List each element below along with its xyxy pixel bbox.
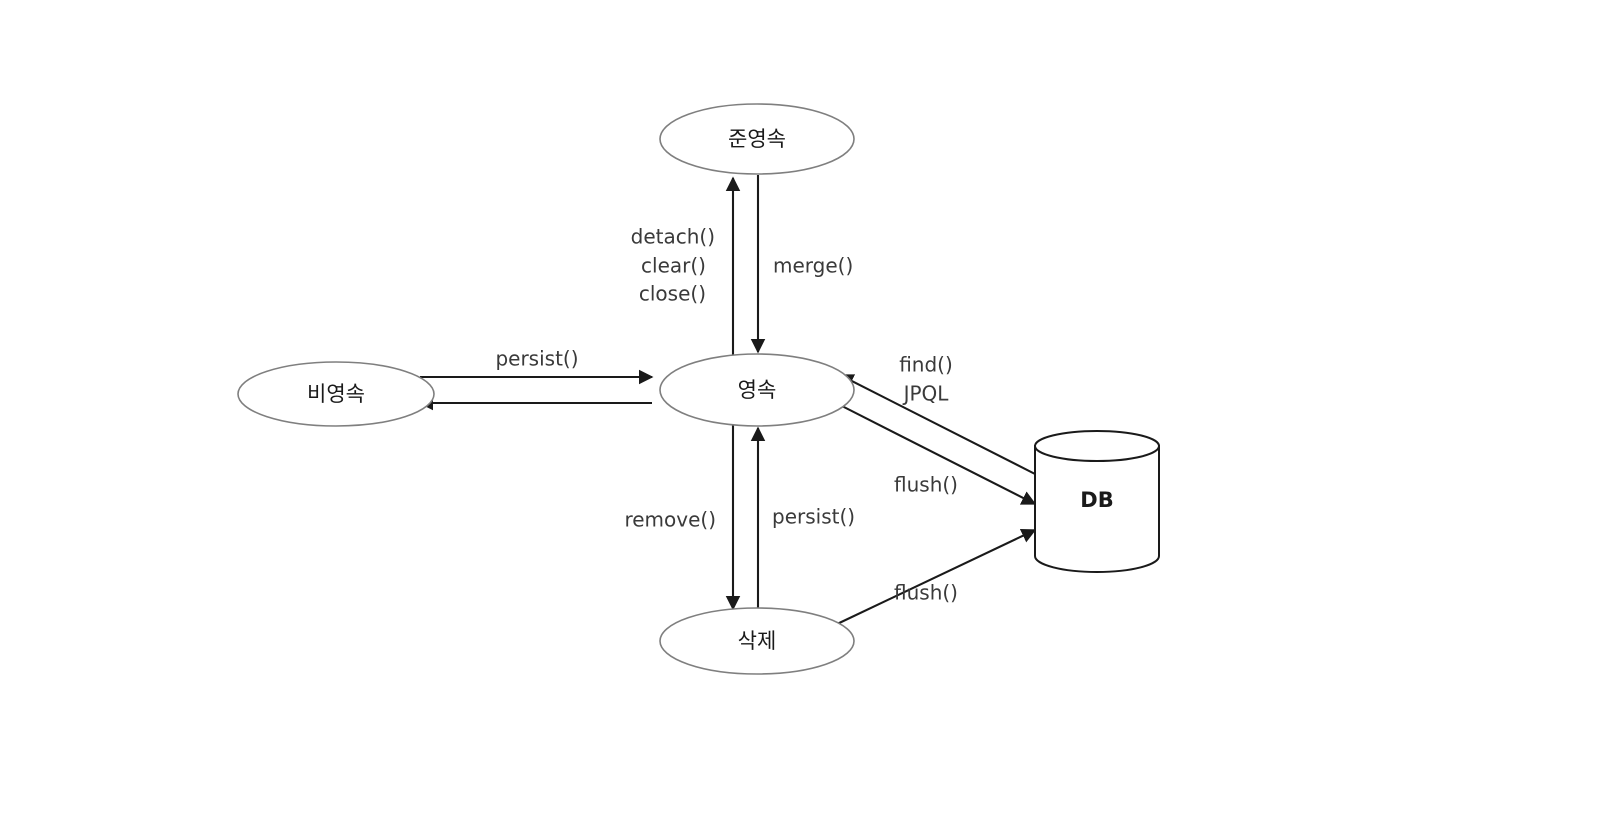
edge-flush-managed: [837, 403, 1037, 505]
node-database-label: DB: [1080, 488, 1113, 512]
database-cylinder-body[interactable]: [1034, 445, 1160, 573]
node-database[interactable]: DB: [1034, 430, 1160, 573]
edge-flush-managed-line: [837, 403, 1037, 505]
node-managed-shape[interactable]: [659, 353, 855, 427]
edge-label-close: close(): [639, 282, 706, 306]
node-transient[interactable]: 준영속: [659, 103, 855, 175]
node-transient-shape[interactable]: [659, 103, 855, 175]
node-managed-label: 영속: [738, 378, 777, 402]
edge-label-remove: remove(): [624, 508, 716, 532]
node-detached-label: 비영속: [307, 382, 365, 406]
edge-label-flush-managed: flush(): [894, 473, 958, 497]
edge-label-flush-removed: flush(): [894, 581, 958, 605]
node-transient-label: 준영속: [728, 127, 786, 151]
edge-find-jpql-line: [838, 374, 1038, 476]
edge-label-jpql: JPQL: [902, 382, 950, 406]
edge-label-merge: merge(): [773, 254, 853, 278]
node-removed-label: 삭제: [738, 629, 777, 653]
node-managed[interactable]: 영속: [659, 353, 855, 427]
edge-flush-removed: [834, 529, 1037, 626]
edge-find-jpql: [838, 374, 1038, 476]
node-detached[interactable]: 비영속: [237, 361, 435, 427]
node-detached-shape[interactable]: [237, 361, 435, 427]
node-removed[interactable]: 삭제: [659, 607, 855, 675]
database-cylinder-top: [1034, 430, 1160, 462]
edge-label-persist-bottom: persist(): [772, 505, 855, 529]
edge-label-persist-left: persist(): [495, 347, 578, 371]
edge-flush-removed-line: [834, 529, 1037, 626]
node-removed-shape[interactable]: [659, 607, 855, 675]
edge-label-find: find(): [899, 353, 953, 377]
edge-label-detach: detach(): [631, 225, 715, 249]
edge-label-clear: clear(): [641, 254, 706, 278]
